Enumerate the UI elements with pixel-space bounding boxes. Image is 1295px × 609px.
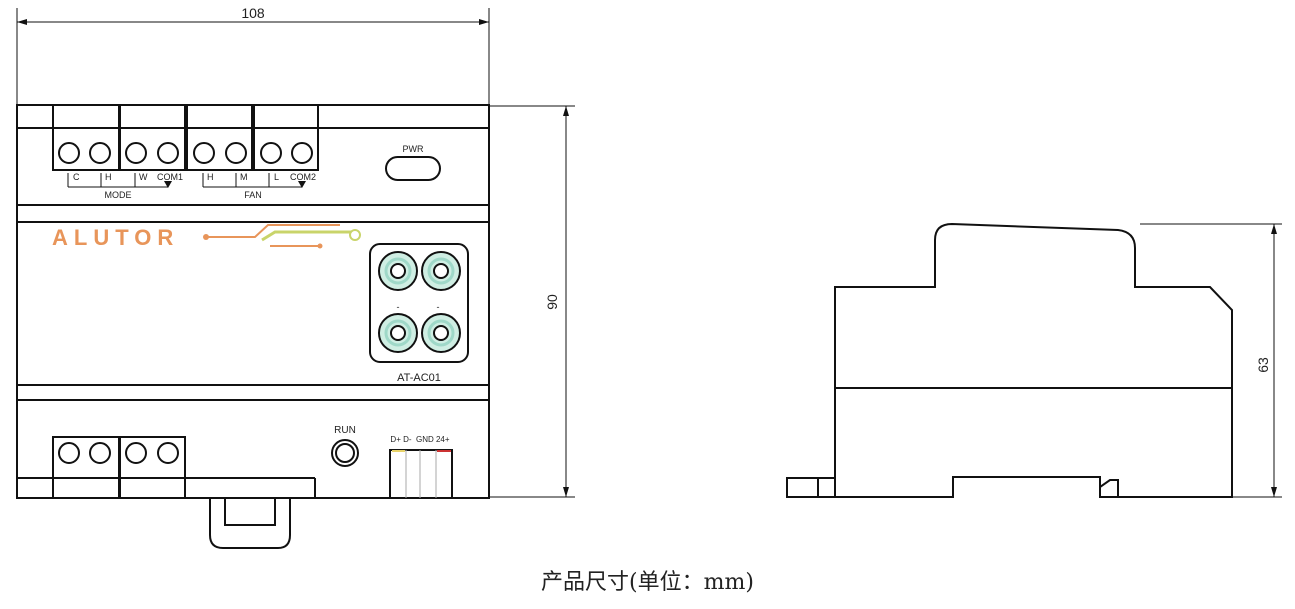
svg-text:C: C [73, 172, 80, 182]
svg-text:W: W [139, 172, 148, 182]
circuit-graphic [203, 224, 361, 249]
indicator-lights: - - [378, 251, 461, 353]
front-view: C H W COM1 H M L COM2 MODE FAN PWR ALUTO… [16, 104, 490, 549]
svg-text:M: M [240, 172, 248, 182]
run-indicator [331, 439, 359, 467]
run-label: RUN [334, 425, 356, 436]
front-height-dimension: 90 [490, 105, 575, 498]
fan-label: FAN [244, 190, 262, 200]
svg-text:COM1: COM1 [157, 172, 183, 182]
side-height-dimension: 63 [1140, 223, 1282, 498]
din-clip [209, 498, 291, 549]
pwr-label: PWR [403, 144, 424, 154]
pwr-indicator [385, 156, 441, 181]
mode-label: MODE [105, 190, 132, 200]
svg-text:-: - [437, 302, 440, 312]
svg-text:COM2: COM2 [290, 172, 316, 182]
width-label: 108 [241, 5, 265, 21]
svg-text:L: L [274, 172, 279, 182]
svg-text:-: - [397, 302, 400, 312]
terminal-labels: C H W COM1 H M L COM2 MODE FAN [67, 172, 316, 200]
svg-text:H: H [207, 172, 214, 182]
bus-connector [389, 449, 453, 499]
front-height-label: 90 [544, 294, 560, 310]
bus-labels: D+ D- GND 24+ [390, 435, 449, 444]
model-label: AT-AC01 [397, 372, 441, 384]
svg-text:H: H [105, 172, 112, 182]
top-terminal-blocks [52, 104, 319, 171]
bottom-terminal-blocks [52, 436, 186, 499]
side-view [786, 222, 1233, 498]
width-dimension: 108 [16, 5, 490, 104]
indicator-panel [369, 243, 469, 363]
side-height-label: 63 [1255, 357, 1271, 373]
brand-logo: ALUTOR [52, 225, 179, 250]
drawing-caption: 产品尺寸(单位：mm) [541, 570, 754, 595]
